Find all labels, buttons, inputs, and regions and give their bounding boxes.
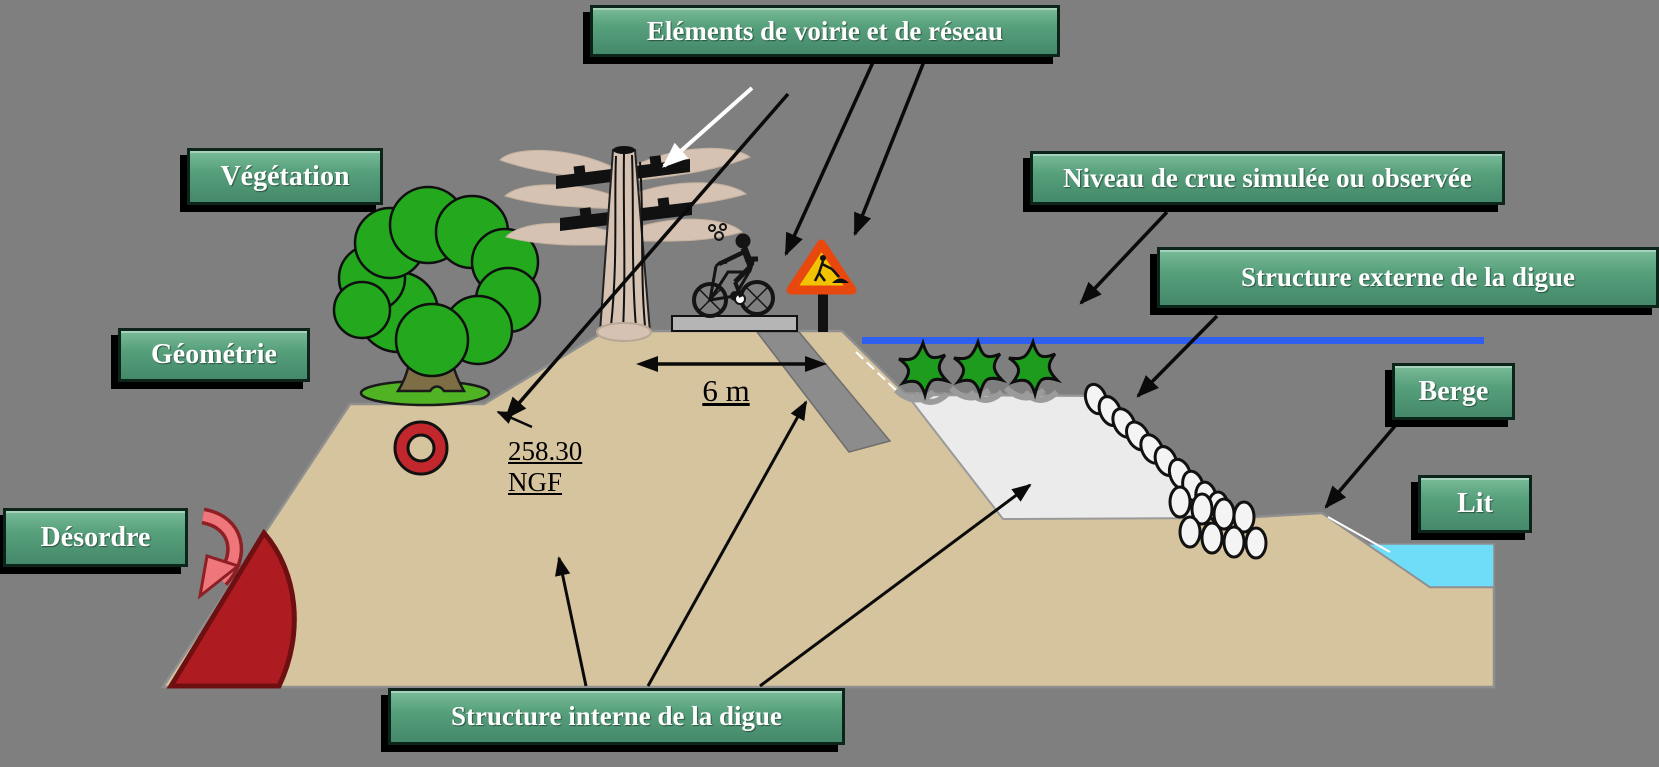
arrow-to-pipe-ring	[504, 92, 790, 420]
rider	[718, 233, 755, 298]
crest-width-annotation: 6 m	[702, 373, 750, 408]
crest-width-arrow	[636, 356, 827, 372]
cyclist	[692, 223, 775, 318]
arrow-to-pole	[662, 86, 754, 168]
tree	[332, 185, 542, 407]
riprap-stones	[1083, 382, 1268, 560]
label-flood-level: Niveau de crue simulée ou observée	[1030, 151, 1505, 205]
roadwork-sign	[786, 239, 857, 332]
label-vegetation: Végétation	[187, 148, 383, 205]
worker-glyph	[813, 255, 849, 283]
arrow-external-structure	[1136, 314, 1219, 398]
exhaust-puffs	[708, 223, 727, 241]
arrow-internal-1	[554, 556, 588, 687]
elevation-value: 258.30	[508, 436, 583, 466]
arrow-berge	[1324, 424, 1397, 509]
slope-highlight	[855, 351, 901, 395]
arrow-elevation	[496, 410, 533, 429]
plant-shadows	[893, 385, 1060, 405]
arrow-to-cyclist	[784, 59, 876, 257]
crest-platform	[671, 315, 798, 332]
label-lit: Lit	[1418, 475, 1532, 533]
bank-highlight	[1327, 516, 1391, 553]
revetment-plants	[893, 337, 1063, 405]
label-road-network-elements: Eléments de voirie et de réseau	[590, 5, 1060, 57]
elevation-annotation: 258.30 NGF	[508, 436, 582, 498]
flood-level-line	[862, 337, 1484, 344]
label-berge: Berge	[1392, 363, 1515, 420]
pole-trunk	[596, 146, 652, 342]
elevation-datum: NGF	[508, 467, 563, 497]
label-external-structure: Structure externe de la digue	[1157, 247, 1659, 308]
disorder-arrow	[197, 507, 244, 600]
arrow-to-sign	[853, 58, 927, 237]
utility-pole	[499, 146, 752, 342]
arrow-flood-level	[1079, 210, 1169, 305]
annotation-arrows	[496, 58, 1397, 688]
pole-base	[596, 322, 652, 342]
plants	[898, 337, 1063, 401]
arrow-internal-3	[759, 483, 1032, 688]
pipe-ring	[393, 420, 449, 476]
arrow-internal-2	[646, 400, 808, 687]
tree-canopy	[332, 185, 542, 378]
label-internal-structure: Structure interne de la digue	[388, 688, 845, 745]
label-geometry: Géométrie	[118, 328, 310, 382]
label-disorder: Désordre	[3, 508, 188, 567]
river-water	[1364, 543, 1495, 588]
disorder-zone	[166, 528, 297, 689]
